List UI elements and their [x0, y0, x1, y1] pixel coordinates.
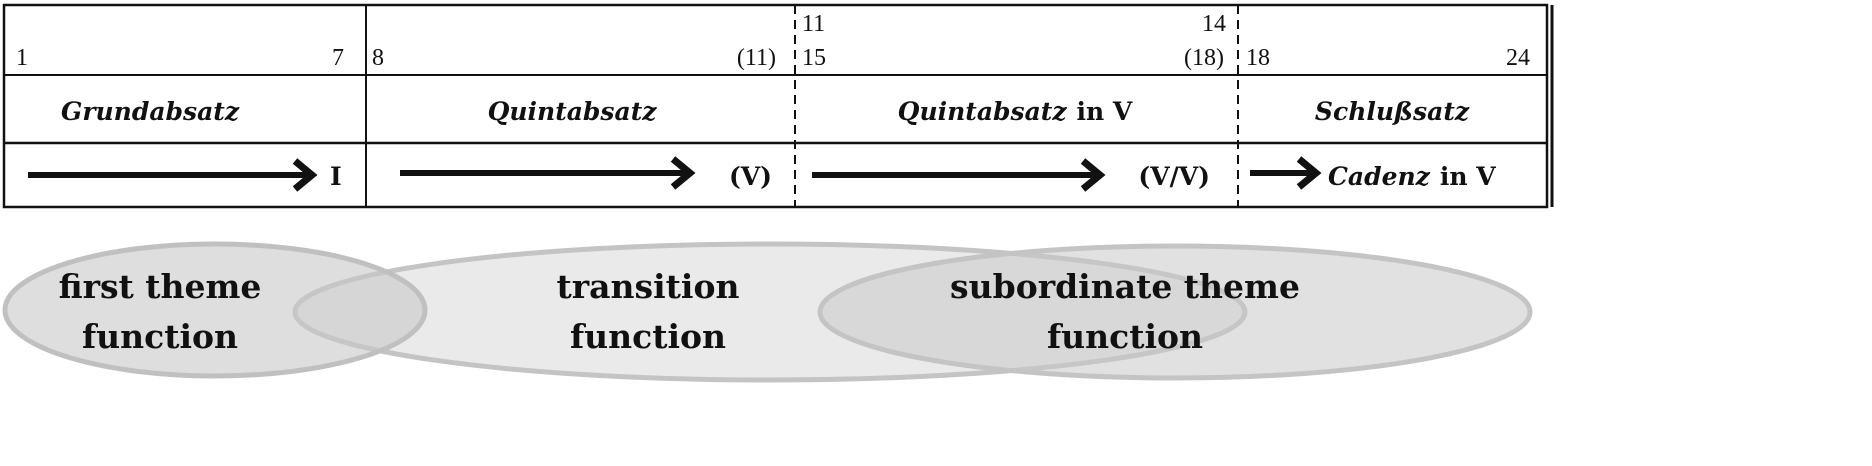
function-label: function: [1047, 317, 1203, 356]
function-label: subordinate theme: [950, 267, 1300, 306]
harmonic-goal: (V): [729, 162, 772, 191]
function-label: transition: [557, 267, 740, 306]
harmonic-goal: I: [330, 162, 342, 191]
function-label: first theme: [59, 267, 262, 306]
first-theme-ellipse: [2, 241, 428, 379]
measure-start: 18: [1246, 45, 1270, 71]
measure-end-alt: 14: [1202, 11, 1226, 37]
section-table: [2, 3, 1554, 209]
function-label: function: [570, 317, 726, 356]
section-name: Schlußsatz: [1315, 97, 1470, 126]
subordinate-theme-ellipse: [817, 243, 1533, 381]
measure-end: 24: [1506, 45, 1530, 71]
measure-start: 15: [802, 45, 826, 71]
section-name: Quintabsatz: [488, 97, 658, 126]
function-label: function: [82, 317, 238, 356]
function-ellipses: [2, 241, 1533, 383]
measure-start: 8: [372, 45, 384, 71]
arrow-icon: [400, 156, 696, 190]
measure-start: 1: [16, 45, 28, 71]
measure-end: 7: [332, 45, 344, 71]
arrow-icon: [812, 158, 1106, 192]
measure-end: (18): [1184, 45, 1224, 71]
arrow-icon: [1250, 156, 1322, 190]
measure-numbers: 1 7 8 (11) 11 14 15 (18) 18 24: [16, 11, 1530, 71]
function-labels: first theme function transition function…: [59, 267, 1300, 356]
arrow-icon: [28, 158, 318, 192]
measure-end: (11): [737, 45, 776, 71]
measure-start-alt: 11: [802, 11, 825, 37]
section-name: Grundabsatz: [61, 97, 240, 126]
arrows: [28, 156, 1322, 192]
harmonic-goal: (V/V): [1138, 162, 1210, 191]
